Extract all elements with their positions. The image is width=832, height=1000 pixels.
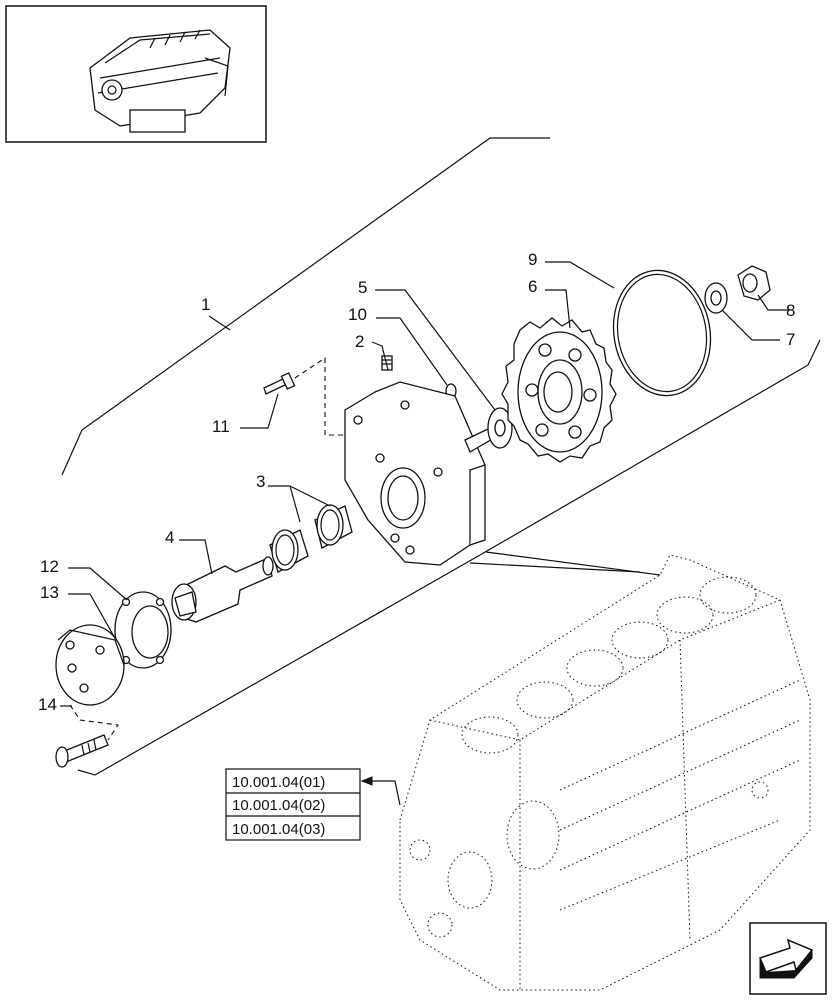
part-cover-13 — [55, 624, 125, 706]
callout-2: 2 — [355, 332, 364, 351]
callout-9: 9 — [528, 250, 537, 269]
bolt-guide-14 — [69, 704, 119, 741]
part-bushings-3 — [269, 504, 353, 573]
leader-lines — [60, 261, 790, 707]
engine-thumbnail-icon[interactable] — [5, 5, 267, 143]
part-washer-7 — [704, 282, 728, 314]
reference-table: 10.001.04(01) 10.001.04(02) 10.001.04(03… — [225, 768, 401, 841]
group-bracket-right — [479, 339, 821, 556]
engine-block — [399, 554, 811, 991]
part-gear-6 — [501, 317, 617, 463]
callout-4: 4 — [165, 528, 174, 547]
part-shaft-4 — [171, 556, 274, 623]
part-washer-5 — [487, 407, 513, 449]
reference-link-3[interactable]: 10.001.04(03) — [232, 821, 325, 838]
part-large-seal-9 — [612, 269, 712, 397]
callout-7: 7 — [786, 330, 795, 349]
callout-13: 13 — [40, 583, 59, 602]
callout-5: 5 — [358, 278, 367, 297]
callout-8: 8 — [786, 301, 795, 320]
callout-11: 11 — [212, 417, 230, 436]
part-pump-body — [344, 381, 495, 566]
callout-3: 3 — [256, 472, 265, 491]
callout-1: 1 — [201, 295, 210, 314]
group-bracket-bottom — [77, 554, 481, 776]
group-bracket-top — [61, 137, 550, 476]
reference-link-1[interactable]: 10.001.04(01) — [232, 774, 325, 791]
part-nut-8 — [737, 265, 771, 301]
next-page-arrow-icon[interactable] — [749, 922, 827, 995]
callout-14: 14 — [38, 695, 57, 714]
assembly-pointer-line-2 — [469, 562, 641, 573]
bolt-guide-11 — [294, 356, 345, 436]
callout-12: 12 — [40, 557, 59, 576]
reference-link-2[interactable]: 10.001.04(02) — [232, 797, 325, 814]
part-bolt-14 — [55, 734, 109, 768]
callout-6: 6 — [528, 277, 537, 296]
callout-10: 10 — [348, 305, 367, 324]
callouts: 1 2 3 4 5 6 7 8 9 10 11 12 13 14 — [38, 250, 795, 714]
part-bolt-11 — [263, 372, 296, 395]
